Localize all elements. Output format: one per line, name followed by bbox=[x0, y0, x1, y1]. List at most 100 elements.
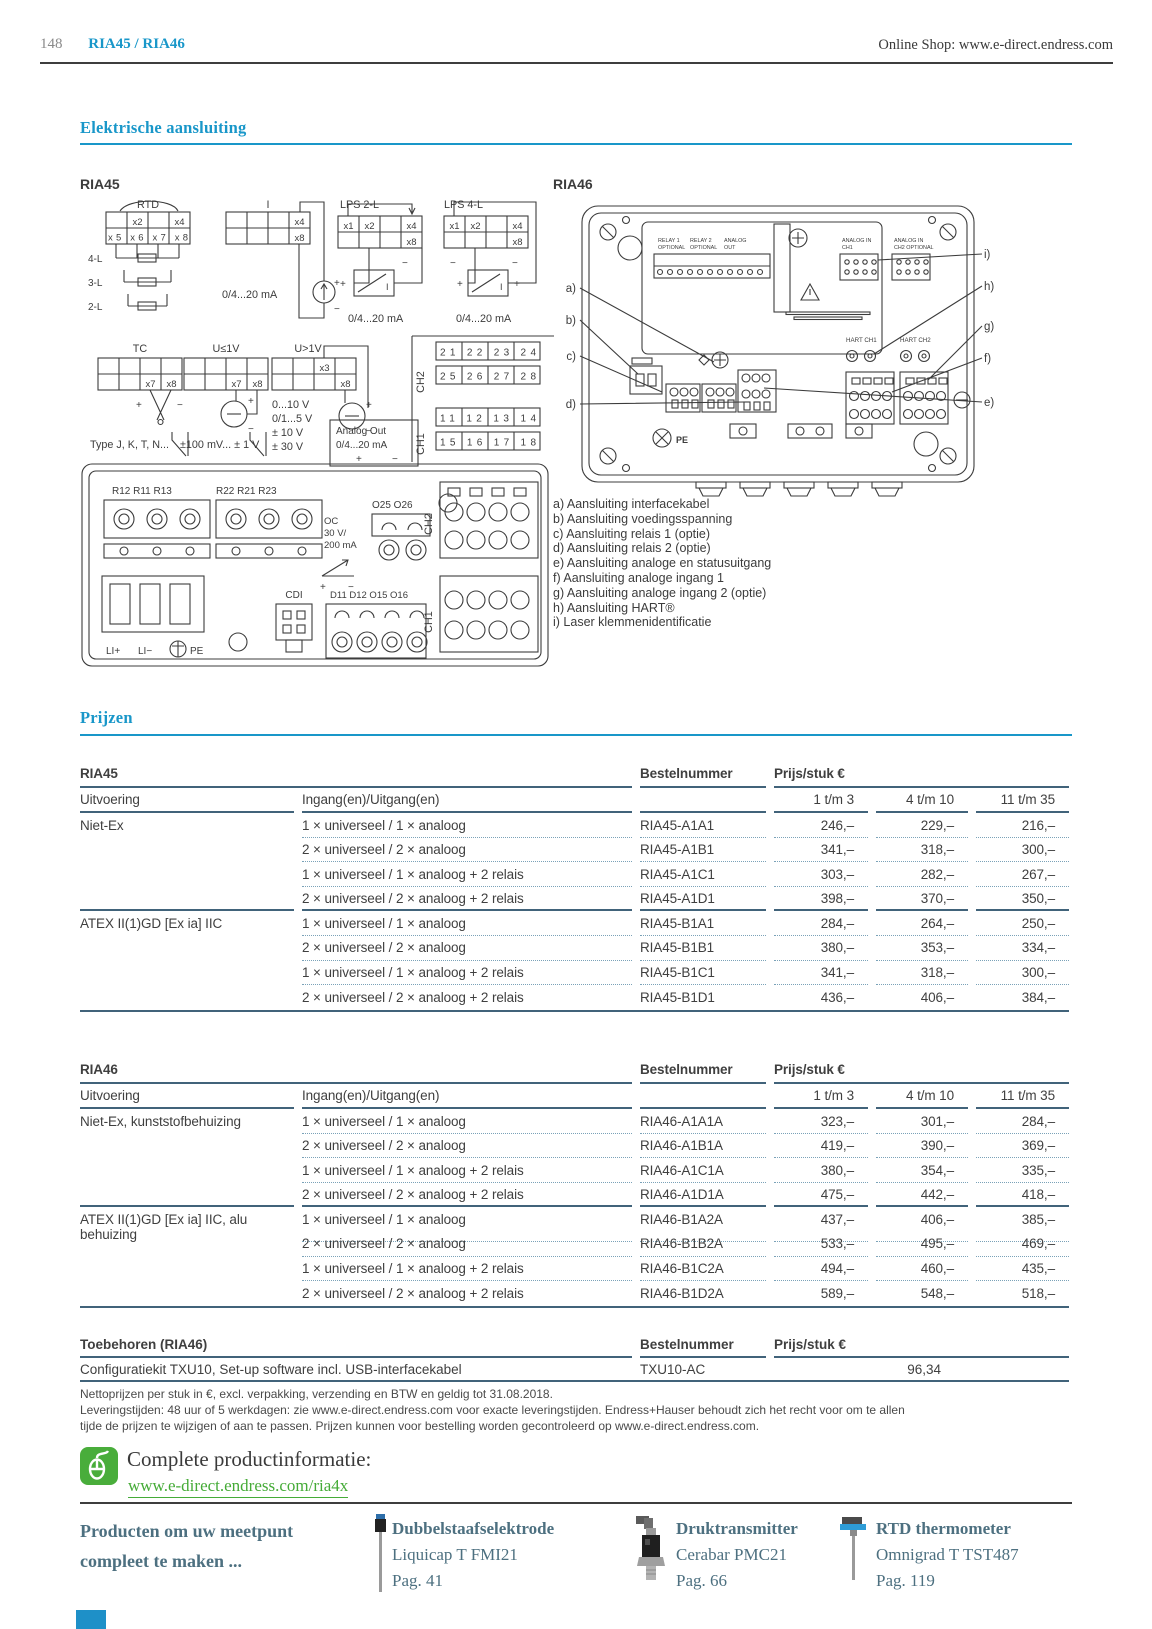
cell-uitvoering bbox=[80, 985, 294, 1010]
table-row: 2 × universeel / 2 × analoog + 2 relais … bbox=[80, 887, 1069, 912]
svg-text:e): e) bbox=[984, 397, 994, 409]
cell-bestelnummer: TXU10-AC bbox=[640, 1362, 706, 1377]
svg-text:LI−: LI− bbox=[138, 646, 152, 657]
svg-text:x1: x1 bbox=[343, 221, 353, 232]
cell-bestelnummer: RIA45-A1C1 bbox=[640, 862, 766, 887]
cell-bestelnummer: RIA46-A1B1A bbox=[640, 1134, 766, 1159]
col-uitvoering: Uitvoering bbox=[80, 1084, 294, 1109]
page-corner-marker bbox=[76, 1610, 106, 1629]
svg-text:x7: x7 bbox=[231, 379, 241, 390]
svg-text:CH1: CH1 bbox=[423, 611, 435, 633]
svg-text:b): b) bbox=[566, 315, 576, 327]
col-qty-2: 4 t/m 10 bbox=[876, 1084, 968, 1109]
svg-text:x8: x8 bbox=[252, 379, 262, 390]
svg-text:x5 x6 x7 x8: x5 x6 x7 x8 bbox=[108, 233, 188, 244]
cell-uitvoering: ATEX II(1)GD [Ex ia] IIC, alu behuizing bbox=[80, 1211, 248, 1242]
cell-price-1: 437,– bbox=[774, 1207, 868, 1242]
cell-uitvoering bbox=[80, 936, 294, 961]
cell-price-2: 442,– bbox=[876, 1183, 968, 1208]
col-qty-1: 1 t/m 3 bbox=[774, 1084, 868, 1109]
cell-uitvoering bbox=[80, 961, 294, 986]
price-footnote: Nettoprijzen per stuk in €, excl. verpak… bbox=[80, 1386, 905, 1434]
table-row: 1 × universeel / 1 × analoog + 2 relais … bbox=[80, 1257, 1069, 1282]
cell-price-1: 284,– bbox=[774, 911, 868, 936]
svg-text:LI+: LI+ bbox=[106, 646, 120, 657]
col-io: Ingang(en)/Uitgang(en) bbox=[302, 1084, 632, 1109]
legend-item: d) Aansluiting relais 2 (optie) bbox=[553, 541, 711, 556]
diagram-title-ria45: RIA45 bbox=[80, 176, 120, 192]
col-io: Ingang(en)/Uitgang(en) bbox=[302, 788, 632, 813]
svg-text:CH2: CH2 bbox=[423, 513, 435, 535]
cell-price-2: 229,– bbox=[876, 813, 968, 838]
svg-text:+: + bbox=[320, 582, 326, 593]
cell-bestelnummer: RIA45-B1A1 bbox=[640, 911, 766, 936]
cell-price-2: 390,– bbox=[876, 1134, 968, 1159]
cell-price-2: 406,– bbox=[920, 989, 954, 1005]
svg-text:+: + bbox=[248, 396, 254, 407]
diagram-title-ria46: RIA46 bbox=[553, 176, 593, 192]
cell-price-1: 341,– bbox=[774, 838, 868, 863]
svg-text:RELAY 2: RELAY 2 bbox=[690, 238, 712, 244]
svg-text:−: − bbox=[248, 424, 254, 435]
cell-bestelnummer: RIA45-B1D1 bbox=[640, 989, 715, 1005]
table-title: RIA46 bbox=[80, 1058, 632, 1084]
cell-uitvoering bbox=[80, 1158, 294, 1183]
svg-text:25 26 27 28: 25 26 27 28 bbox=[440, 372, 536, 383]
svg-text:0...10 V: 0...10 V bbox=[272, 399, 310, 411]
svg-text:OUT: OUT bbox=[724, 245, 736, 251]
svg-text:a): a) bbox=[566, 283, 576, 295]
svg-text:OPTIONAL: OPTIONAL bbox=[690, 245, 717, 251]
cell-bestelnummer: RIA46-A1D1A bbox=[640, 1183, 766, 1208]
col-bestelnummer: Bestelnummer bbox=[640, 1058, 766, 1084]
svg-text:x4: x4 bbox=[406, 221, 416, 232]
svg-text:x4: x4 bbox=[294, 217, 304, 228]
svg-text:CH1: CH1 bbox=[415, 433, 427, 455]
cell-price-1: 436,– bbox=[820, 989, 854, 1005]
svg-text:11 12 13 14: 11 12 13 14 bbox=[440, 414, 536, 425]
product-info-link[interactable]: www.e-direct.endress.com/ria4x bbox=[128, 1476, 349, 1498]
cell-bestelnummer: RIA45-B1B1 bbox=[640, 936, 766, 961]
cell-description: Configuratiekit TXU10, Set-up software i… bbox=[80, 1362, 462, 1377]
teaser-lead: Producten om uw meetpunt compleet te mak… bbox=[80, 1521, 294, 1571]
cell-price-3: 350,– bbox=[976, 887, 1069, 912]
table-title: RIA45 bbox=[80, 762, 632, 788]
cell-price-3: 435,– bbox=[976, 1257, 1069, 1282]
cell-price-2: 353,– bbox=[876, 936, 968, 961]
legend-item: c) Aansluiting relais 1 (optie) bbox=[553, 526, 711, 541]
cell-price-1: 533,– bbox=[774, 1232, 868, 1257]
col-qty-3: 11 t/m 35 bbox=[976, 1084, 1069, 1109]
svg-text:Analog Out: Analog Out bbox=[336, 426, 386, 437]
svg-text:2-L: 2-L bbox=[88, 302, 103, 313]
svg-text:RELAY 1: RELAY 1 bbox=[658, 238, 680, 244]
svg-text:−: − bbox=[348, 582, 354, 593]
svg-text:U>1V: U>1V bbox=[294, 343, 322, 355]
svg-text:ANALOG: ANALOG bbox=[724, 238, 746, 244]
cell-bestelnummer: RIA46-B1D2A bbox=[640, 1285, 724, 1301]
cell-price-2: 354,– bbox=[876, 1158, 968, 1183]
svg-text:3-L: 3-L bbox=[88, 278, 103, 289]
cell-price-2: 370,– bbox=[876, 887, 968, 912]
cell-price-1: 475,– bbox=[774, 1183, 868, 1208]
cell-price-3: 250,– bbox=[976, 911, 1069, 936]
svg-text:−: − bbox=[402, 258, 408, 269]
svg-text:+: + bbox=[514, 279, 520, 290]
cell-price-3: 369,– bbox=[976, 1134, 1069, 1159]
table-row: ATEX II(1)GD [Ex ia] IIC, alu behuizing … bbox=[80, 1207, 1069, 1242]
svg-text:i): i) bbox=[984, 249, 991, 261]
svg-text:+: + bbox=[366, 400, 372, 411]
cell-uitvoering bbox=[80, 1281, 294, 1306]
svg-text:h): h) bbox=[984, 281, 994, 293]
svg-text:I: I bbox=[386, 282, 389, 292]
teaser-liquicap: Dubbelstaafselektrode Liquicap T FMI21 P… bbox=[392, 1516, 554, 1594]
svg-text:c): c) bbox=[566, 351, 576, 363]
cerabar-product-image bbox=[636, 1516, 665, 1580]
online-info-icon bbox=[80, 1447, 118, 1485]
cell-bestelnummer: RIA45-A1D1 bbox=[640, 887, 766, 912]
table-row: Configuratiekit TXU10, Set-up software i… bbox=[80, 1358, 1069, 1380]
svg-text:x8: x8 bbox=[294, 233, 304, 244]
svg-text:f): f) bbox=[984, 353, 991, 365]
svg-text:x2: x2 bbox=[364, 221, 374, 232]
ria46-price-table: RIA46 Bestelnummer Prijs/stuk € Uitvoeri… bbox=[80, 1058, 1069, 1308]
